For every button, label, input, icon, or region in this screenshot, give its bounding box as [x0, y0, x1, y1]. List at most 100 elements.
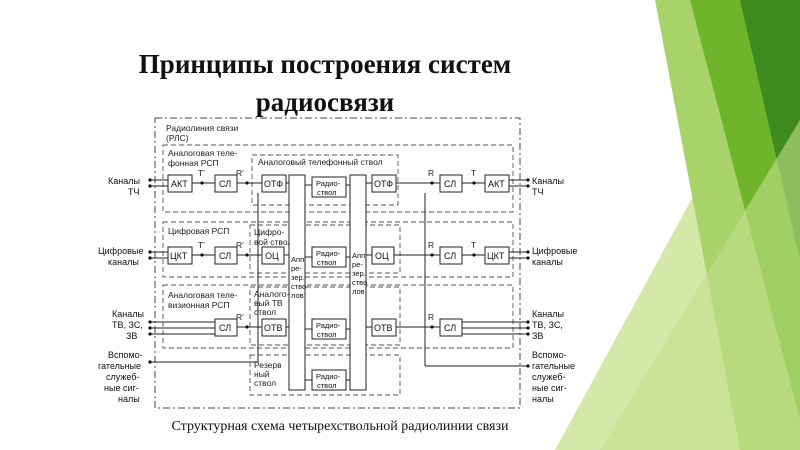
t-prime-1: T' [198, 168, 205, 178]
t-1: T [471, 168, 476, 178]
t-prime-2: T' [198, 240, 205, 250]
digital-trunk-label-2: вой ствол [254, 237, 292, 247]
reserve-trunk-frame [249, 354, 401, 396]
app-right-5: лов [352, 287, 365, 296]
app-right-3: зер. [352, 269, 366, 278]
title-line-1: Принципы построения систем [138, 49, 512, 79]
radio-trunk-1 [311, 176, 347, 198]
rls-label-2: (РЛС) [166, 133, 189, 143]
reserve-trunk-label-1: Резерв [254, 360, 282, 370]
right-label-aux-1: Вспомо- [532, 350, 567, 360]
radio-2-line1: Радио- [316, 249, 341, 258]
analog-tv-rsp-label-1: Аналоговая теле- [168, 290, 238, 300]
digital-rsp-label: Цифровая РСП [168, 226, 229, 236]
app-left-3: зер. [291, 273, 305, 282]
left-label-aux-5: налы [118, 394, 140, 404]
radio-3-line1: Радио- [316, 321, 341, 330]
analog-tv-trunk-label-1: Аналого- [254, 289, 290, 299]
app-right-4: ство [352, 278, 367, 287]
analog-tv-trunk-label-2: вый ТВ [254, 298, 283, 308]
right-label-aux-5: налы [532, 394, 554, 404]
radio-3-line2: ствол [317, 330, 336, 339]
radio-2-line2: ствол [317, 258, 336, 267]
sl-label-3-right: СЛ [444, 323, 456, 333]
r-prime-2: R' [236, 240, 244, 250]
sl-label-3-left: СЛ [219, 323, 231, 333]
analog-tv-rsp-label-2: визионная РСП [168, 300, 230, 310]
right-label-tch-1: Каналы [532, 176, 564, 186]
oc-label-right: ОЦ [375, 251, 389, 261]
right-label-aux-3: служеб- [532, 372, 565, 382]
left-label-aux-4: ные сиг- [104, 383, 139, 393]
r-2: R [428, 240, 434, 250]
reservation-apparatus-right [349, 174, 367, 391]
left-label-tv-3: ЗВ [126, 331, 137, 341]
analog-phone-rsp-label-1: Аналоговая теле- [168, 148, 238, 158]
digital-trunk-frame [249, 224, 401, 274]
app-right-1: Апп [352, 251, 365, 260]
app-left-4: ство [291, 282, 306, 291]
analog-tv-rsp-frame [162, 284, 514, 349]
rls-frame [154, 117, 521, 409]
analog-tv-trunk-frame [249, 286, 401, 346]
sl-label-1-right: СЛ [444, 179, 456, 189]
t-2: T [471, 240, 476, 250]
right-label-tv-1: Каналы [532, 309, 564, 319]
reservation-apparatus-left [288, 174, 306, 391]
rls-label-1: Радиолиния связи [166, 123, 239, 133]
sl-label-1-left: СЛ [219, 179, 231, 189]
digital-rsp-frame [162, 221, 514, 278]
app-left-5: лов [291, 291, 304, 300]
akt-label-left: АКТ [171, 179, 188, 189]
left-label-digital-1: Цифровые [98, 246, 143, 256]
slide-title: Принципы построения систем радиосвязи [90, 45, 560, 121]
reserve-trunk-label-2: ный [254, 369, 270, 379]
digital-trunk-label-1: Цифро- [254, 227, 284, 237]
slide-caption: Структурная схема четырехствольной радио… [171, 419, 509, 434]
app-left-2: ре- [291, 264, 302, 273]
triangle-thin [600, 120, 800, 450]
otv-label-right: ОТВ [374, 323, 393, 333]
otf-label-left: ОТФ [264, 179, 283, 189]
ckt-label-right: ЦКТ [487, 251, 505, 261]
right-label-digital-2: каналы [532, 257, 563, 267]
left-label-tv-1: Каналы [112, 309, 144, 319]
ckt-label-left: ЦКТ [170, 251, 188, 261]
otv-label-left: ОТВ [264, 323, 283, 333]
r-1: R [428, 168, 434, 178]
left-label-aux-3: служеб- [106, 372, 139, 382]
right-label-aux-4: ные сиг- [532, 383, 567, 393]
analog-phone-trunk-label: Аналоговый телефонный ствол [258, 157, 383, 167]
radio-4-line1: Радио- [316, 372, 341, 381]
analog-tv-trunk-label-3: ствол [254, 307, 276, 317]
otf-label-right: ОТФ [374, 179, 393, 189]
oc-label-left: ОЦ [265, 251, 279, 261]
right-label-tv-2: ТВ, ЗС, [532, 320, 563, 330]
analog-phone-rsp-frame [162, 144, 514, 213]
left-label-aux-1: Вспомо- [108, 350, 143, 360]
analog-phone-rsp-label-2: фонная РСП [168, 158, 219, 168]
radio-1-line2: ствол [317, 188, 336, 197]
akt-block-right [484, 174, 510, 193]
left-label-tv-2: ТВ, ЗС, [112, 320, 143, 330]
radio-4-line2: ствол [317, 381, 336, 390]
akt-label-right: АКТ [488, 179, 505, 189]
r-prime-1: R' [236, 168, 244, 178]
reserve-trunk-label-3: ствол [254, 378, 276, 388]
app-right-2: ре- [352, 260, 363, 269]
right-label-aux-2: гательные [532, 361, 575, 371]
right-label-digital-1: Цифровые [532, 246, 577, 256]
left-label-tch-1: Каналы [108, 176, 140, 186]
ckt-block-right [484, 246, 510, 265]
analog-phone-trunk-frame [251, 154, 399, 206]
r-prime-3: R' [236, 312, 244, 322]
left-label-digital-2: каналы [108, 257, 139, 267]
radio-1-line1: Радио- [316, 179, 341, 188]
left-label-aux-2: гательные [98, 361, 141, 371]
right-label-tv-3: ЗВ [532, 331, 543, 341]
sl-label-2-right: СЛ [444, 251, 456, 261]
right-label-tch-2: ТЧ [532, 187, 544, 197]
title-line-2: радиосвязи [255, 87, 395, 117]
